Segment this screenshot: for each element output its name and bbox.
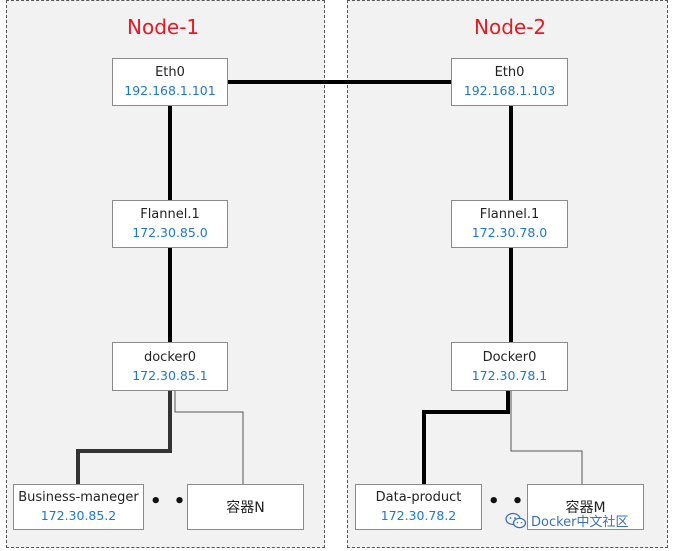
eth-ip: 192.168.1.103: [463, 83, 556, 98]
node2-docker-containera-link: [422, 391, 510, 484]
flannel-name: Flannel.1: [479, 207, 540, 222]
node-2-docker0-box: Docker0 172.30.78.1: [451, 342, 568, 391]
container-name: 容器M: [565, 500, 606, 516]
flannel-name: Flannel.1: [140, 207, 200, 222]
container-name: Business-maneger: [18, 490, 139, 505]
node-1-container-business: Business-maneger 172.30.85.2: [13, 484, 144, 530]
eth-ip: 192.168.1.101: [124, 83, 216, 98]
node-2-container-dataproduct: Data-product 172.30.78.2: [355, 484, 482, 530]
container-name: 容器N: [226, 500, 265, 516]
container-name: Data-product: [375, 490, 462, 505]
node-2-flannel-box: Flannel.1 172.30.78.0: [451, 200, 568, 248]
node1-docker-containerb-link: [174, 391, 244, 484]
flannel-ip: 172.30.85.0: [132, 225, 208, 240]
node-1-flannel-box: Flannel.1 172.30.85.0: [112, 200, 228, 248]
docker-ip: 172.30.78.1: [471, 367, 548, 383]
container-ip: 172.30.85.2: [40, 508, 117, 523]
eth-name: Eth0: [494, 65, 525, 80]
wechat-icon: [505, 512, 527, 528]
docker-name: Docker0: [482, 349, 537, 365]
watermark: Docker中文社区: [505, 511, 629, 530]
node1-docker-containera-link: [76, 391, 172, 484]
container-ip: 172.30.78.2: [380, 508, 457, 523]
flannel-ip: 172.30.78.0: [471, 225, 548, 240]
eth-name: Eth0: [155, 65, 185, 80]
node-2-eth0-box: Eth0 192.168.1.103: [451, 58, 568, 106]
node2-docker-containerb-link: [510, 391, 583, 484]
node-1-title: Node-1: [127, 15, 200, 39]
node-1-container-n: 容器N: [187, 484, 304, 530]
docker-ip: 172.30.85.1: [132, 367, 208, 383]
node-2-title: Node-2: [474, 15, 547, 39]
node-2-container-m: 容器M: [527, 484, 644, 530]
watermark-text: Docker中文社区: [531, 515, 629, 530]
node-1-docker0-box: docker0 172.30.85.1: [112, 342, 228, 391]
docker-name: docker0: [143, 349, 197, 365]
node-1-eth0-box: Eth0 192.168.1.101: [112, 58, 228, 106]
